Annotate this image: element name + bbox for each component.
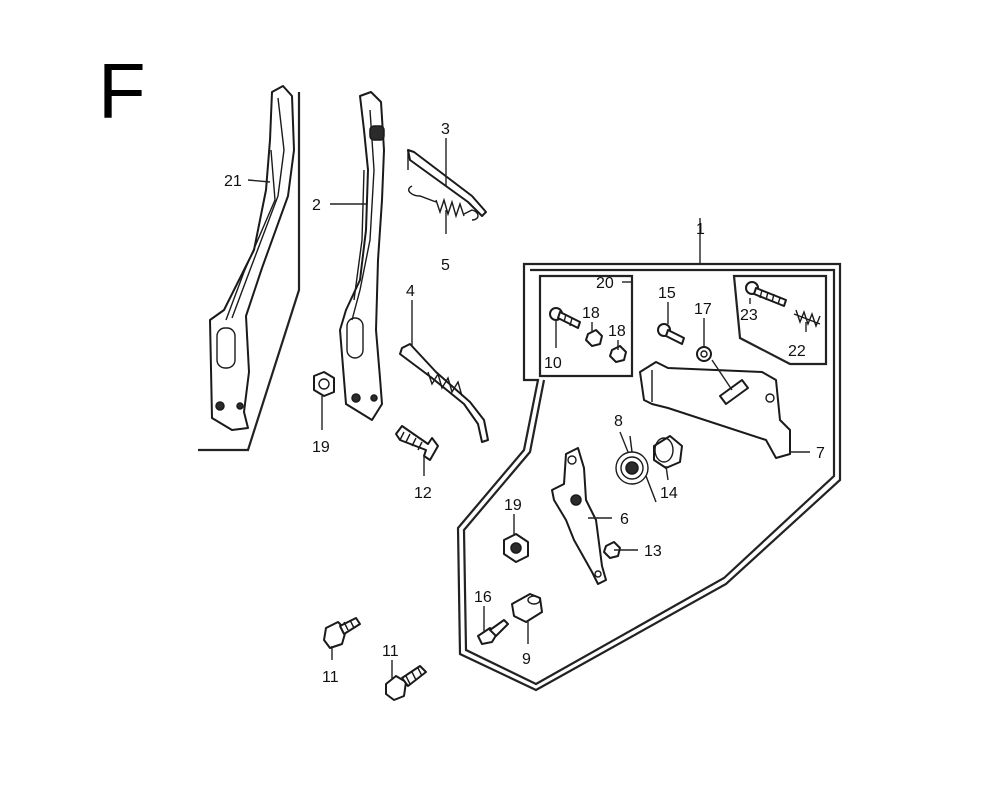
part-22-23-group-frame xyxy=(732,274,828,366)
part-17-washer[interactable] xyxy=(696,346,712,362)
callout-2: 2 xyxy=(312,197,321,214)
callout-16: 16 xyxy=(474,589,492,606)
callout-4: 4 xyxy=(406,283,415,300)
part-7-bracket[interactable] xyxy=(639,361,791,459)
callout-5: 5 xyxy=(441,257,450,274)
part-11-flange-bolt-a[interactable] xyxy=(323,617,361,649)
callout-23: 23 xyxy=(740,307,758,324)
callout-22: 22 xyxy=(788,343,806,360)
callout-3: 3 xyxy=(441,121,450,138)
part-8-spiral-spring[interactable] xyxy=(615,435,657,503)
part-22-spring[interactable] xyxy=(793,309,821,329)
callout-19-left: 19 xyxy=(312,439,330,456)
leader-lines xyxy=(247,138,810,680)
part-12-bolt[interactable] xyxy=(395,425,439,461)
callout-11-b: 11 xyxy=(382,643,399,660)
part-18-nut-a[interactable] xyxy=(585,329,603,347)
callout-12: 12 xyxy=(414,485,432,502)
part-11-flange-bolt-b[interactable] xyxy=(385,665,427,701)
callout-13: 13 xyxy=(644,543,662,560)
callout-8: 8 xyxy=(614,413,623,430)
part-20-group-frame xyxy=(538,274,634,378)
callout-10: 10 xyxy=(544,355,562,372)
callout-11-a: 11 xyxy=(322,669,339,686)
part-19-nut-right[interactable] xyxy=(503,533,529,563)
callout-21: 21 xyxy=(224,173,242,190)
part-19-nut-left[interactable] xyxy=(313,371,335,397)
callout-18-a: 18 xyxy=(582,305,600,322)
part-1-group-frame-inner xyxy=(462,268,836,686)
part-16-screw[interactable] xyxy=(477,619,509,645)
part-21-frame-line xyxy=(198,92,301,452)
callout-1: 1 xyxy=(696,221,705,238)
callout-14: 14 xyxy=(660,485,678,502)
part-3-rod[interactable] xyxy=(407,149,487,217)
callout-19-right: 19 xyxy=(504,497,522,514)
part-14-collar[interactable] xyxy=(653,435,683,469)
part-6-arm[interactable] xyxy=(551,447,607,585)
part-5-spring[interactable] xyxy=(408,185,479,221)
part-10-bolt[interactable] xyxy=(549,307,581,329)
callout-20: 20 xyxy=(596,275,614,292)
part-23-bolt[interactable] xyxy=(745,281,787,307)
callout-labels: 21 2 3 5 4 19 12 11 11 1 20 10 18 18 15 … xyxy=(224,121,825,686)
callout-15: 15 xyxy=(658,285,676,302)
part-2-control-lever[interactable] xyxy=(339,91,385,421)
part-13-nut[interactable] xyxy=(603,541,621,559)
part-21-control-lever[interactable] xyxy=(209,85,295,431)
part-15-bolt[interactable] xyxy=(657,323,685,345)
callout-7: 7 xyxy=(816,445,825,462)
part-18-nut-b[interactable] xyxy=(609,345,627,363)
part-4-rod-spring[interactable] xyxy=(399,343,489,443)
callout-17: 17 xyxy=(694,301,712,318)
callout-9: 9 xyxy=(522,651,531,668)
section-letter: F xyxy=(98,47,146,135)
part-9-spacer[interactable] xyxy=(511,593,543,623)
part-1-group-frame xyxy=(456,262,842,692)
callout-6: 6 xyxy=(620,511,629,528)
callout-18-b: 18 xyxy=(608,323,626,340)
